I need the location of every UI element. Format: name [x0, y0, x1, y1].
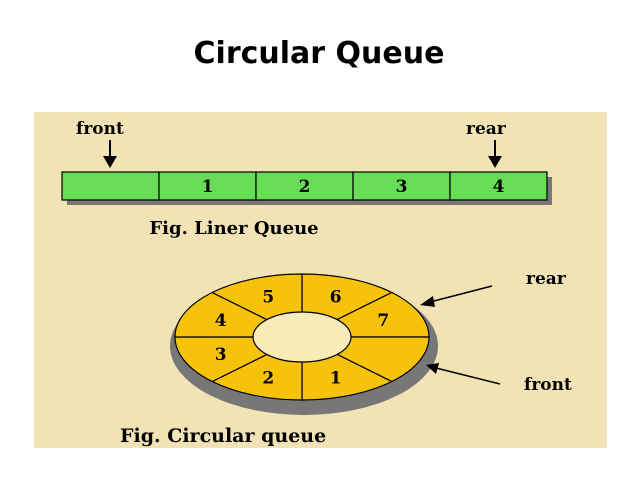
ring-slot-label: 7 — [377, 311, 389, 331]
circular-queue-caption: Fig. Circular queue — [120, 425, 326, 447]
ring-center — [252, 311, 352, 363]
ring-slot-label: 6 — [330, 287, 342, 307]
front-label-circular: front — [524, 375, 572, 395]
linear-cell — [352, 171, 451, 201]
linear-cell — [158, 171, 257, 201]
front-arrow-circular — [426, 363, 501, 385]
queue-figure: front rear 1 2 3 4 Fig. Liner Queue 6 7 1 2 3 4 5… — [34, 112, 607, 448]
rear-label-circular: rear — [526, 269, 567, 289]
linear-cell — [449, 171, 548, 201]
linear-cell-label: 4 — [493, 177, 505, 197]
ring-slot-label: 3 — [215, 345, 227, 365]
rear-arrow-circular — [420, 285, 493, 307]
linear-cell-label: 3 — [396, 177, 408, 197]
linear-cell-label: 2 — [299, 177, 311, 197]
queue-diagram: front rear 1 2 3 4 Fig. Liner Queue 6 7 1 2 3 4 5… — [34, 112, 607, 448]
linear-queue-caption: Fig. Liner Queue — [149, 218, 318, 239]
ring-slot-label: 2 — [262, 369, 274, 389]
linear-queue-cells: 1 2 3 4 — [61, 171, 552, 205]
ring-slot-label: 4 — [215, 311, 227, 331]
rear-label-linear: rear — [466, 119, 507, 139]
slide-title: Circular Queue — [193, 36, 445, 71]
ring-slot-label: 5 — [262, 287, 274, 307]
circular-queue-slot-labels: 6 7 1 2 3 4 5 — [215, 287, 389, 388]
rear-arrow-linear — [488, 140, 502, 168]
linear-cell — [255, 171, 354, 201]
front-arrow-linear — [103, 140, 117, 168]
ring-slot-label: 1 — [330, 369, 342, 389]
linear-cell — [61, 171, 160, 201]
front-label-linear: front — [76, 119, 124, 139]
linear-cell-label: 1 — [202, 177, 214, 197]
